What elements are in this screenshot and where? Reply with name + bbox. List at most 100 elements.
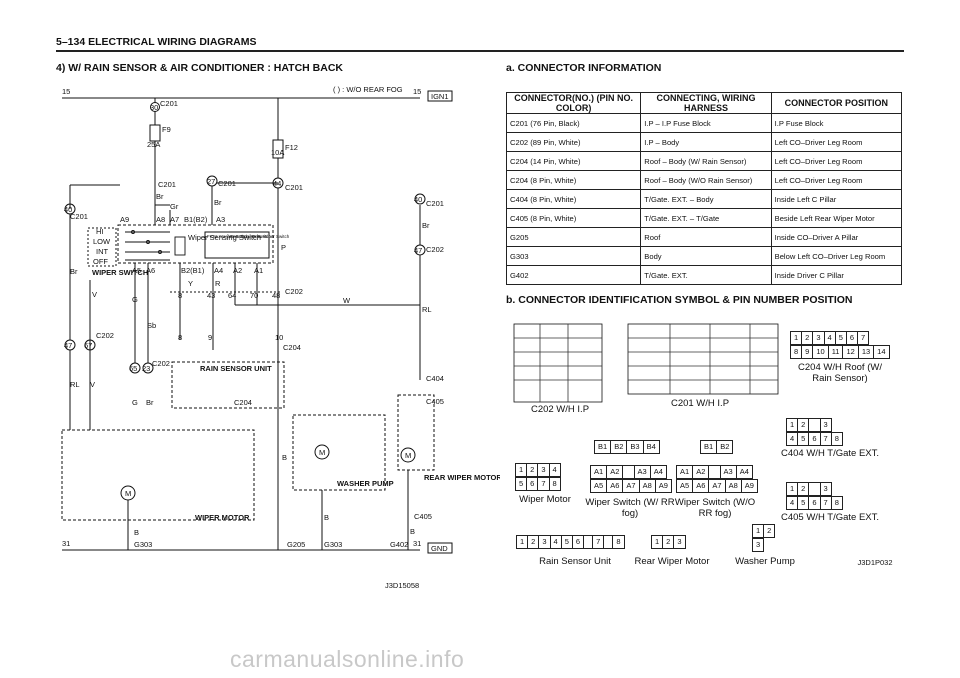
c405-label: C405 W/H T/Gate EXT. [780,512,880,523]
c201-grid [627,323,779,395]
svg-text:B: B [134,528,139,537]
ign1-label: IGN1 [431,92,449,101]
rear-wiper-motor-label: REAR WIPER MOTOR [424,473,500,482]
svg-text:Gr: Gr [170,202,179,211]
svg-text:Rear Washer Switch: Rear Washer Switch [230,234,271,239]
rain-sensor-label: RAIN SENSOR UNIT [200,364,272,373]
watermark: carmanualsonline.info [230,646,465,672]
svg-text:M: M [319,448,325,457]
svg-text:C202: C202 [96,331,114,340]
wiper-sensing-label: Wiper Sensing Switch [188,233,261,242]
wiper-sw-rr-label: Wiper Switch (W/ RR fog) [585,497,675,519]
svg-text:25A: 25A [147,140,160,149]
washer-pump-box [292,414,386,491]
svg-text:F9: F9 [162,125,171,134]
rain-sensor-box [171,361,285,409]
wiper-sw-norr-label: Wiper Switch (W/O RR fog) [674,497,756,519]
svg-text:G: G [132,398,138,407]
c202-label: C202 W/H I.P [530,404,590,415]
svg-text:G303: G303 [324,540,342,549]
svg-text:G205: G205 [287,540,305,549]
table-row: C204 (8 Pin, White)Roof – Body (W/O Rain… [505,170,903,190]
svg-text:9: 9 [208,333,212,342]
svg-text:A3: A3 [216,215,225,224]
svg-text:10A: 10A [271,148,284,157]
pump-row2: 3 [752,538,765,552]
svg-text:LOW: LOW [93,237,111,246]
c204-label: C204 W/H Roof (W/ Rain Sensor) [798,362,882,384]
svg-text:M: M [405,451,411,460]
svg-text:HI: HI [96,227,104,236]
svg-text:Y: Y [188,279,193,288]
svg-text:Rear Wiper Switch: Rear Wiper Switch [252,234,290,239]
wiring-diagram: 15 15 ( ) : W/O REAR FOG IGN1 31 31 GND … [61,85,500,590]
svg-text:43: 43 [207,291,215,300]
c404-label: C404 W/H T/Gate EXT. [780,448,880,459]
svg-text:Br: Br [156,192,164,201]
svg-text:G303: G303 [134,540,152,549]
connector-code: J3D1P032 [857,558,893,567]
svg-text:OFF: OFF [93,257,108,266]
svg-text:23: 23 [142,364,150,373]
svg-text:A2: A2 [233,266,242,275]
svg-text:8: 8 [178,291,182,300]
connector-info-title: a. CONNECTOR INFORMATION [506,62,662,74]
svg-text:F12: F12 [285,143,298,152]
svg-text:RL: RL [422,305,432,314]
wiper-switch-label: WIPER SWITCH [92,268,148,277]
washer-pump-label: WASHER PUMP [337,479,394,488]
rain-sensor-connector-label: Rain Sensor Unit [539,556,611,567]
svg-text:V: V [90,380,95,389]
svg-text:65: 65 [129,364,137,373]
svg-text:R: R [215,279,221,288]
svg-text:40: 40 [64,205,72,214]
washer-pump-connector-label: Washer Pump [735,556,795,567]
c201-label: C201 W/H I.P [670,398,730,409]
svg-text:B: B [410,527,415,536]
svg-text:Br: Br [146,398,154,407]
svg-text:C201: C201 [160,99,178,108]
svg-text:70: 70 [250,291,258,300]
svg-text:W: W [343,296,351,305]
svg-text:A1: A1 [254,266,263,275]
svg-text:C405: C405 [426,397,444,406]
svg-text:C202: C202 [285,287,303,296]
table-cell: Inside Driver C Pillar [770,265,903,285]
svg-text:B: B [324,513,329,522]
svg-text:40: 40 [414,195,422,204]
svg-text:A5: A5 [132,266,141,275]
ign1-box [427,90,453,102]
svg-text:G: G [132,295,138,304]
svg-text:C204: C204 [283,343,301,352]
svg-text:G402: G402 [390,540,408,549]
svg-text:C404: C404 [426,374,444,383]
gnd-box [427,542,453,554]
connector-id-title: b. CONNECTOR IDENTIFICATION SYMBOL & PIN… [506,294,853,306]
svg-text:INT: INT [96,247,109,256]
table-row: C201 (76 Pin, Black)I.P – I.P Fuse Block… [505,113,903,133]
svg-text:Front Washer Switch: Front Washer Switch [207,234,249,239]
svg-text:RL: RL [70,380,80,389]
label-31-left: 31 [62,539,70,548]
svg-text:C204: C204 [234,398,252,407]
svg-text:C201: C201 [158,180,176,189]
svg-text:C201: C201 [218,179,236,188]
connector-info-table: CONNECTOR(NO.) (PIN NO. COLOR) CONNECTIN… [505,92,903,285]
svg-text:B2(B1): B2(B1) [181,266,205,275]
